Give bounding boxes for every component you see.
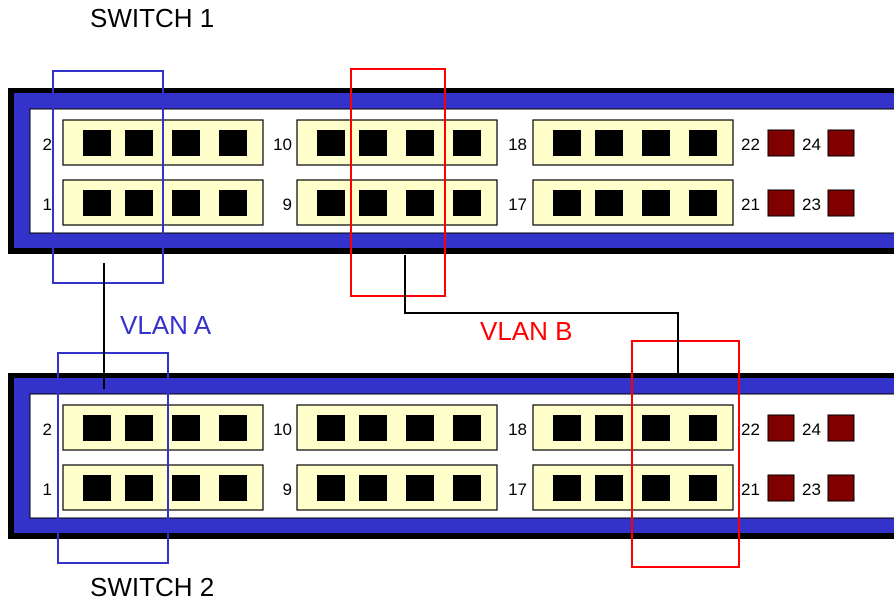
port bbox=[125, 130, 153, 156]
port bbox=[553, 190, 581, 216]
port bbox=[453, 190, 481, 216]
uplink-port bbox=[767, 129, 795, 157]
uplink-port bbox=[767, 474, 795, 502]
switch-2-title: SWITCH 2 bbox=[90, 572, 215, 602]
port-number-label: 9 bbox=[283, 195, 292, 214]
uplink-port bbox=[827, 414, 855, 442]
port bbox=[553, 130, 581, 156]
port bbox=[595, 475, 623, 501]
uplink-port-number-label: 22 bbox=[741, 135, 760, 154]
port bbox=[689, 130, 717, 156]
port bbox=[453, 130, 481, 156]
port-number-label: 1 bbox=[43, 480, 52, 499]
vlan-a-switch-2-box bbox=[57, 352, 169, 564]
port bbox=[83, 475, 111, 501]
port-number-label: 18 bbox=[508, 420, 527, 439]
vlan-b-label: VLAN B bbox=[480, 316, 573, 346]
port bbox=[172, 415, 200, 441]
vlan-b-switch-2-box bbox=[631, 340, 740, 568]
port bbox=[453, 475, 481, 501]
port bbox=[595, 130, 623, 156]
port bbox=[553, 415, 581, 441]
port bbox=[689, 415, 717, 441]
uplink-port-number-label: 24 bbox=[802, 135, 821, 154]
port-number-label: 1 bbox=[43, 195, 52, 214]
port bbox=[689, 475, 717, 501]
port bbox=[83, 190, 111, 216]
port bbox=[219, 415, 247, 441]
vlan-b-switch-1-box bbox=[350, 68, 446, 297]
port bbox=[317, 475, 345, 501]
port bbox=[406, 475, 434, 501]
port bbox=[406, 130, 434, 156]
port bbox=[642, 130, 670, 156]
port bbox=[595, 415, 623, 441]
port bbox=[359, 475, 387, 501]
port bbox=[317, 415, 345, 441]
port bbox=[172, 475, 200, 501]
port bbox=[317, 130, 345, 156]
port bbox=[359, 415, 387, 441]
port bbox=[453, 415, 481, 441]
port bbox=[553, 475, 581, 501]
port-number-label: 9 bbox=[283, 480, 292, 499]
port bbox=[642, 475, 670, 501]
port bbox=[219, 130, 247, 156]
switch-2: 2 10 18 22 24 1 9 17 21 23 bbox=[8, 373, 894, 539]
port-number-label: 2 bbox=[43, 135, 52, 154]
port bbox=[83, 130, 111, 156]
port bbox=[83, 415, 111, 441]
uplink-port-number-label: 21 bbox=[741, 195, 760, 214]
vlan-a-label: VLAN A bbox=[120, 310, 212, 340]
uplink-port-number-label: 21 bbox=[741, 480, 760, 499]
port bbox=[317, 190, 345, 216]
uplink-port bbox=[827, 129, 855, 157]
uplink-port bbox=[767, 414, 795, 442]
port bbox=[406, 190, 434, 216]
uplink-port bbox=[827, 474, 855, 502]
port-number-label: 17 bbox=[508, 195, 527, 214]
port-number-label: 18 bbox=[508, 135, 527, 154]
vlan-a-switch-1-box bbox=[52, 70, 164, 284]
uplink-port-number-label: 22 bbox=[741, 420, 760, 439]
port bbox=[642, 190, 670, 216]
uplink-port-number-label: 23 bbox=[802, 480, 821, 499]
port-number-label: 10 bbox=[273, 420, 292, 439]
uplink-port-number-label: 23 bbox=[802, 195, 821, 214]
uplink-port bbox=[827, 189, 855, 217]
port bbox=[125, 475, 153, 501]
port-number-label: 17 bbox=[508, 480, 527, 499]
port bbox=[595, 190, 623, 216]
port bbox=[219, 190, 247, 216]
port bbox=[359, 190, 387, 216]
port bbox=[125, 415, 153, 441]
port-number-label: 2 bbox=[43, 420, 52, 439]
port bbox=[172, 190, 200, 216]
uplink-port-number-label: 24 bbox=[802, 420, 821, 439]
switch-1-title: SWITCH 1 bbox=[90, 3, 215, 33]
port bbox=[125, 190, 153, 216]
vlan-b-link bbox=[404, 255, 679, 373]
port bbox=[359, 130, 387, 156]
port bbox=[219, 475, 247, 501]
port bbox=[689, 190, 717, 216]
uplink-port bbox=[767, 189, 795, 217]
port bbox=[642, 415, 670, 441]
port-number-label: 10 bbox=[273, 135, 292, 154]
port bbox=[406, 415, 434, 441]
port bbox=[172, 130, 200, 156]
switch-1: 2 10 18 22 24 1 9 17 21 23 bbox=[8, 88, 894, 254]
